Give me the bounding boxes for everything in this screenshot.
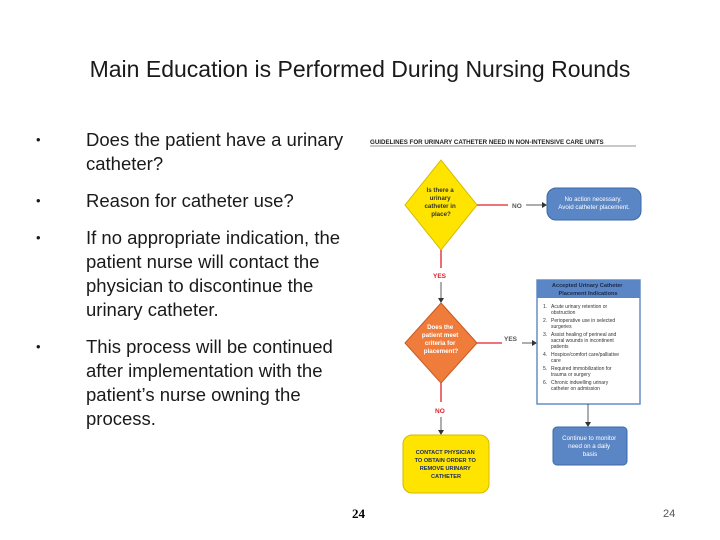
accepted-to-monitor-arrowhead [585,422,591,427]
q2-text: Does the patient meet criteria for place… [422,324,460,355]
svg-text:1.: 1. [543,304,547,310]
yes1-label: YES [433,273,447,280]
contact-physician-text: CONTACT PHYSICIAN TO OBTAIN ORDER TO REM… [415,450,478,480]
svg-text:5.: 5. [543,366,547,372]
svg-text:6.: 6. [543,380,547,386]
catheter-flowchart: GUIDELINES FOR URINARY CATHETER NEED IN … [370,139,642,494]
svg-text:Acute urinary retention or: Acute urinary retention or [551,304,607,310]
accepted-indications-header [537,280,640,298]
svg-text:surgeries: surgeries [551,324,572,330]
bullet-glyph: • [36,339,41,354]
bullet-list: • Does the patient have a urinary cathete… [36,128,356,431]
svg-text:4.: 4. [543,352,547,358]
svg-text:Hospice/comfort care/palliativ: Hospice/comfort care/palliative [551,352,619,358]
bullet-glyph: • [36,230,41,245]
no-action-text: No action necessary. Avoid catheter plac… [558,196,630,211]
svg-text:sacral wounds in incontinent: sacral wounds in incontinent [551,338,614,344]
contact-physician-box [402,434,490,494]
accepted-indications-list: 1. Acute urinary retention or obstructio… [543,304,619,392]
yes2-label: YES [504,336,518,343]
svg-text:2.: 2. [543,318,547,324]
no1-label: NO [512,203,522,210]
svg-text:care: care [551,358,561,364]
no2-arrowhead [438,430,444,435]
svg-text:Required immobilization for: Required immobilization for [551,366,612,372]
svg-text:patients: patients [551,344,569,350]
yes2-arrowhead [532,340,537,346]
svg-text:3.: 3. [543,332,547,338]
page-number: 24 [663,508,676,520]
no-action-box [546,187,642,221]
q1-text: Is there a urinary catheter in place? [424,187,457,218]
bullet-text: If no appropriate indication, the patien… [86,227,341,320]
svg-text:Assist healing of perineal and: Assist healing of perineal and [551,332,617,338]
slide-title: Main Education is Performed During Nursi… [89,56,631,82]
svg-text:trauma or surgery: trauma or surgery [551,372,591,378]
yes1-arrowhead [438,298,444,303]
bullet-glyph: • [36,132,41,147]
slide-number: 24 [352,506,365,521]
bullet-item: • Reason for catheter use? [36,189,356,213]
svg-text:obstruction: obstruction [551,310,576,316]
flowchart-title: GUIDELINES FOR URINARY CATHETER NEED IN … [370,139,604,146]
bullet-text: Reason for catheter use? [86,190,294,211]
bullet-glyph: • [36,193,41,208]
bullet-text: Does the patient have a urinary catheter… [86,129,344,174]
accepted-indications-title: Accepted Urinary Catheter Placement Indi… [552,283,624,297]
svg-text:Chronic indwelling urinary: Chronic indwelling urinary [551,380,609,386]
accepted-indications-box [536,279,641,405]
bullet-item: • If no appropriate indication, the patie… [36,226,356,322]
svg-text:Perioperative use in selected: Perioperative use in selected [551,318,615,324]
monitor-box [552,426,628,466]
svg-text:catheter on admission: catheter on admission [551,386,600,392]
no1-arrowhead [542,202,547,208]
bullet-item: • Does the patient have a urinary cathete… [36,128,356,176]
bullet-text: This process will be continued after imp… [86,336,333,429]
monitor-text: Continue to monitor need on a daily basi… [562,435,618,458]
bullet-item: • This process will be continued after im… [36,335,356,431]
no2-label: NO [435,408,445,415]
